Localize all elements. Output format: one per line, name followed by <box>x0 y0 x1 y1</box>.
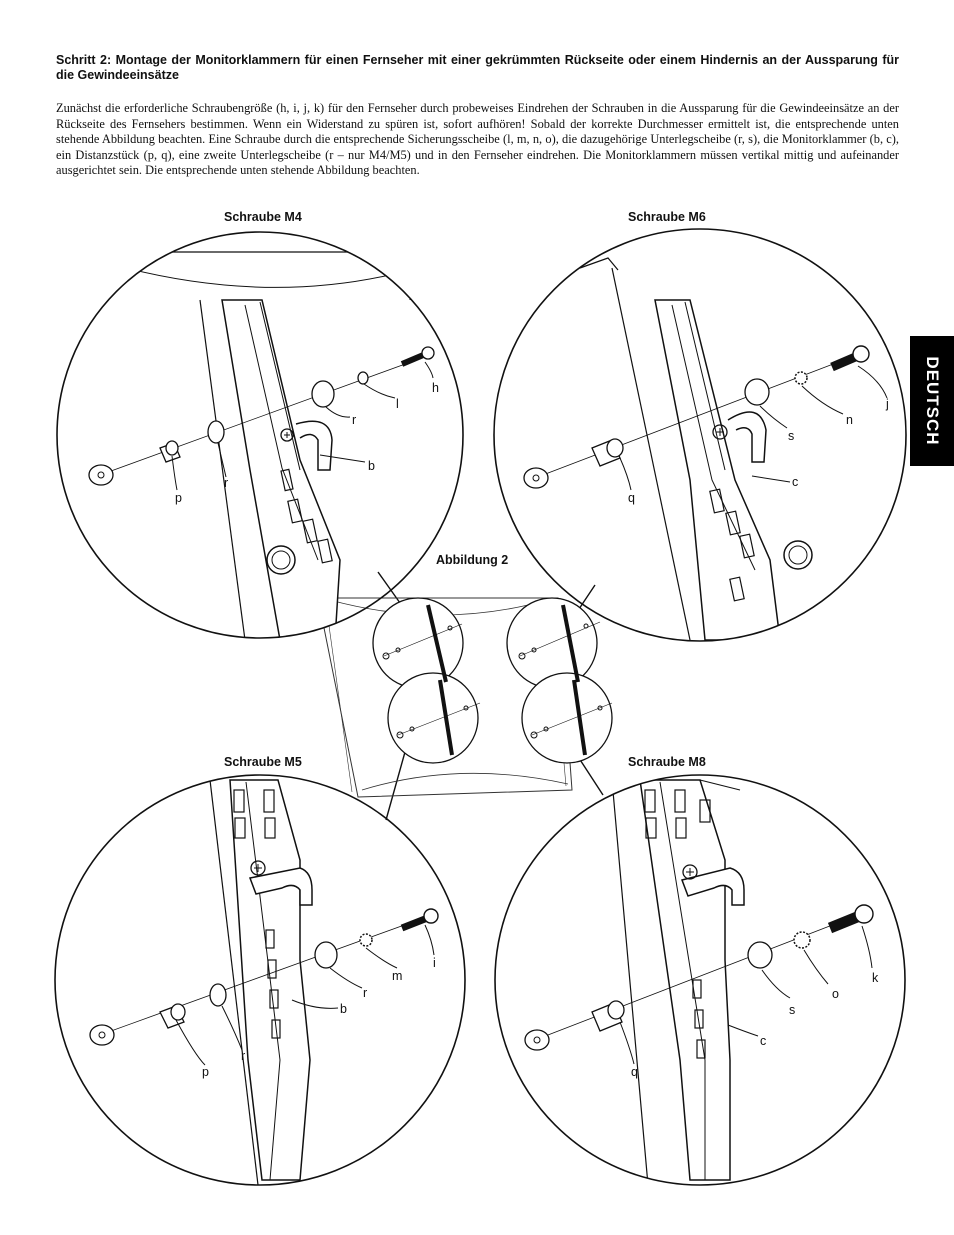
label-b: b <box>368 459 375 473</box>
label-n: n <box>846 413 853 427</box>
label-o: o <box>832 987 839 1001</box>
section-heading: Schritt 2: Montage der Monitorklammern f… <box>56 53 899 82</box>
mini-detail-bottom-left <box>387 672 479 764</box>
label-b: b <box>340 1002 347 1016</box>
label-s: s <box>789 1003 795 1017</box>
label-c: c <box>760 1034 766 1048</box>
label-r-front: r <box>363 986 367 1000</box>
label-r-back: r <box>224 476 228 490</box>
mini-detail-top-left <box>372 597 464 689</box>
label-r-front: r <box>352 413 356 427</box>
panel-title-m6: Schraube M6 <box>628 210 706 224</box>
label-p: p <box>202 1065 209 1079</box>
panel-title-m5: Schraube M5 <box>224 755 302 769</box>
panel-m8: k o s c q <box>494 774 906 1186</box>
label-c: c <box>792 475 798 489</box>
mini-detail-bottom-right <box>521 672 613 764</box>
label-k: k <box>872 971 879 985</box>
label-l: l <box>396 397 399 411</box>
panel-m5: i m r b p r <box>54 774 466 1186</box>
label-q: q <box>631 1065 638 1079</box>
mini-detail-top-right <box>506 597 598 689</box>
panel-m6: j n s c q <box>493 228 907 642</box>
tv-overview <box>317 597 613 798</box>
label-s: s <box>788 429 794 443</box>
instruction-paragraph: Zunächst die erforderliche Schraubengröß… <box>56 101 899 178</box>
label-r-back: r <box>241 1049 245 1063</box>
label-m: m <box>392 969 402 983</box>
label-p: p <box>175 491 182 505</box>
panel-title-m8: Schraube M8 <box>628 755 706 769</box>
language-tab: DEUTSCH <box>910 336 954 466</box>
figure-title: Abbildung 2 <box>436 553 509 567</box>
label-j: j <box>885 397 889 411</box>
label-q: q <box>628 491 635 505</box>
panel-title-m4: Schraube M4 <box>224 210 302 224</box>
label-h: h <box>432 381 439 395</box>
panel-m4: h l r b p r <box>56 231 464 639</box>
label-i: i <box>433 956 436 970</box>
